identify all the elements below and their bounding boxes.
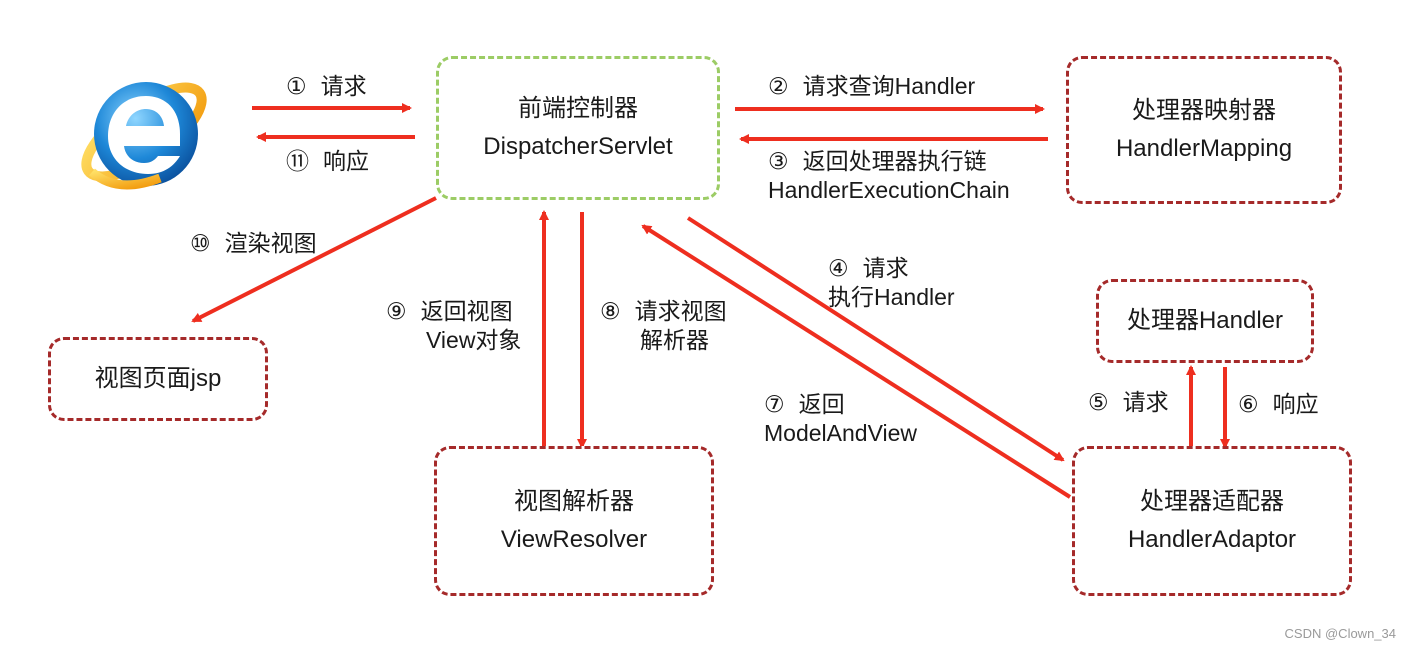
- dispatcher-servlet-box: 前端控制器 DispatcherServlet: [436, 56, 720, 200]
- step-1-number: ①: [286, 73, 307, 99]
- handler-mapping-subtitle: HandlerMapping: [1115, 135, 1293, 162]
- step-3-label: ③ 返回处理器执行链 HandlerExecutionChain: [768, 147, 1010, 205]
- step-4-text-2: 执行Handler: [828, 283, 955, 310]
- step-3-number: ③: [768, 148, 789, 174]
- handler-box: 处理器Handler: [1096, 279, 1314, 363]
- step-8-number: ⑧: [600, 298, 621, 324]
- step-11-number: ⑪: [286, 148, 309, 174]
- step-8-label: ⑧ 请求视图 解析器: [600, 297, 727, 355]
- step-4-label: ④ 请求 执行Handler: [828, 254, 955, 312]
- step-8-text-2: 解析器: [640, 326, 709, 353]
- step-7-text: 返回: [798, 391, 845, 417]
- step-3-text-2: HandlerExecutionChain: [768, 176, 1010, 203]
- step-7-label: ⑦ 返回 ModelAndView: [764, 390, 917, 448]
- handler-title: 处理器Handler: [1126, 306, 1284, 334]
- view-resolver-box: 视图解析器 ViewResolver: [434, 446, 714, 596]
- arrow-7-return-modelandview: [641, 224, 1072, 499]
- step-8-text: 请求视图: [634, 298, 727, 324]
- step-5-number: ⑤: [1088, 389, 1109, 415]
- step-9-text: 返回视图: [420, 298, 513, 324]
- step-1-text: 请求: [320, 73, 367, 99]
- view-page-jsp-box: 视图页面jsp: [48, 337, 268, 421]
- step-3-text: 返回处理器执行链: [802, 148, 987, 174]
- handler-adaptor-title: 处理器适配器: [1140, 487, 1284, 515]
- step-11-text: 响应: [323, 148, 369, 174]
- step-4-number: ④: [828, 255, 849, 281]
- view-resolver-title: 视图解析器: [514, 487, 634, 515]
- step-9-number: ⑨: [386, 298, 407, 324]
- handler-adaptor-subtitle: HandlerAdaptor: [1127, 526, 1297, 553]
- step-6-number: ⑥: [1238, 391, 1259, 417]
- step-10-text: 渲染视图: [224, 230, 317, 256]
- internet-explorer-icon: [81, 82, 207, 190]
- view-resolver-subtitle: ViewResolver: [500, 526, 648, 553]
- view-page-jsp-title: 视图页面jsp: [94, 364, 222, 392]
- step-10-number: ⑩: [190, 230, 211, 256]
- handler-adaptor-box: 处理器适配器 HandlerAdaptor: [1072, 446, 1352, 596]
- step-1-label: ① 请求: [286, 72, 367, 101]
- dispatcher-title: 前端控制器: [518, 94, 638, 122]
- step-9-text-2: View对象: [426, 326, 522, 353]
- step-6-label: ⑥ 响应: [1238, 390, 1319, 419]
- step-5-label: ⑤ 请求: [1088, 388, 1169, 417]
- watermark: CSDN @Clown_34: [1284, 626, 1396, 641]
- arrow-4-execute-handler: [686, 216, 1065, 462]
- step-10-label: ⑩ 渲染视图: [190, 229, 317, 258]
- step-11-label: ⑪ 响应: [286, 147, 369, 176]
- handler-mapping-box: 处理器映射器 HandlerMapping: [1066, 56, 1342, 204]
- arrow-10-render-view: [191, 196, 437, 323]
- dispatcher-subtitle: DispatcherServlet: [483, 133, 673, 160]
- step-4-text: 请求: [862, 255, 909, 281]
- step-9-label: ⑨ 返回视图 View对象: [386, 297, 521, 355]
- step-6-text: 响应: [1272, 391, 1319, 417]
- step-2-number: ②: [768, 73, 789, 99]
- step-5-text: 请求: [1122, 389, 1169, 415]
- step-2-label: ② 请求查询Handler: [768, 72, 975, 101]
- step-7-text-2: ModelAndView: [764, 419, 918, 446]
- handler-mapping-title: 处理器映射器: [1132, 96, 1276, 124]
- step-7-number: ⑦: [764, 391, 785, 417]
- step-2-text: 请求查询Handler: [802, 73, 976, 99]
